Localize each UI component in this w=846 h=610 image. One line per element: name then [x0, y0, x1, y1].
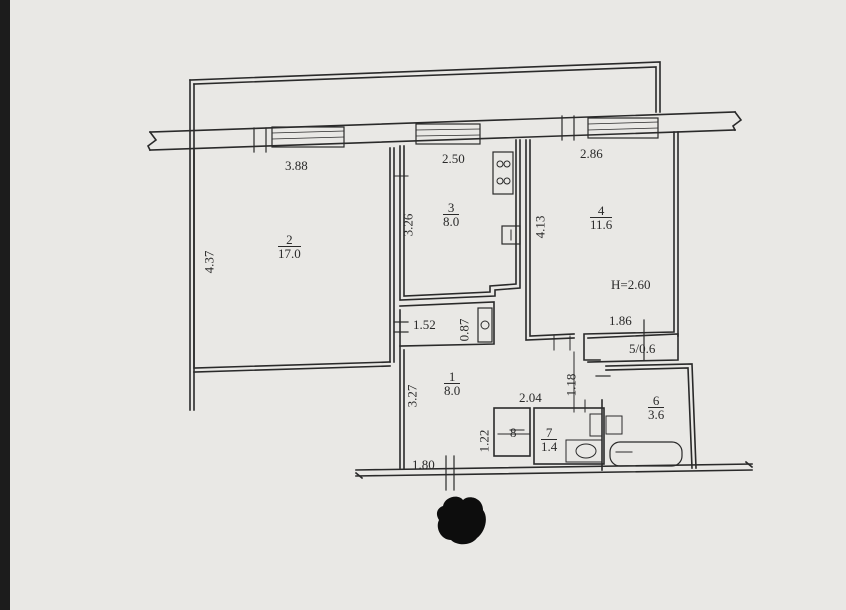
room-number: 4 — [590, 204, 613, 218]
dimension-room2-width: 3.88 — [285, 158, 308, 173]
dimension-room3-width: 2.50 — [442, 151, 465, 166]
room-2-label: 2 17.0 — [278, 233, 301, 260]
paper-sheet: 3.88 4.37 2.50 3.26 2.86 4.13 H=2.60 1.5… — [10, 0, 846, 610]
hall-walls — [393, 309, 409, 469]
sink — [501, 225, 521, 245]
dimension-closet-depth: 0.87 — [456, 318, 472, 342]
dimension-hall-height: 3.27 — [404, 384, 420, 408]
room-4-label: 4 11.6 — [590, 204, 613, 232]
room-number: 2 — [278, 233, 301, 247]
room-5-walls — [587, 319, 679, 363]
ink-blot-mark — [436, 496, 486, 545]
room-3-label: 3 8.0 — [443, 201, 460, 229]
room-7-walls — [533, 399, 605, 471]
room-2-walls — [193, 147, 395, 373]
dimension-room3-height: 3.26 — [400, 213, 416, 237]
dimension-room4-width: 2.86 — [580, 146, 603, 161]
room-area: 17.0 — [278, 246, 301, 261]
bathtub — [609, 441, 683, 467]
closet-walls — [399, 301, 495, 347]
floor-plan-drawing — [146, 61, 754, 491]
room-3-walls — [399, 139, 521, 301]
dimension-room8-height: 1.22 — [476, 429, 492, 453]
room-4-walls — [525, 131, 679, 361]
room-7-label: 7 1.4 — [541, 426, 558, 454]
room-1-label: 1 8.0 — [444, 370, 461, 398]
exterior-wall-top — [146, 110, 743, 153]
ceiling-height: H=2.60 — [611, 277, 651, 292]
room-area: 8.0 — [443, 214, 460, 229]
stove — [492, 151, 514, 195]
room-area: 1.4 — [541, 439, 558, 454]
room-number: 3 — [443, 201, 460, 215]
room-8-walls — [493, 407, 531, 457]
dimension-room7-height: 1.18 — [563, 373, 579, 397]
room-6-walls — [595, 363, 697, 469]
room-6-label: 6 3.6 — [648, 394, 665, 422]
washbasin — [605, 415, 623, 435]
dimension-closet-width: 1.52 — [413, 317, 436, 332]
room-8-label: 8 — [510, 425, 517, 440]
dimension-room2-height: 4.37 — [201, 250, 217, 274]
dimension-room7-width: 2.04 — [519, 390, 542, 405]
room-number: 6 — [648, 394, 665, 408]
balcony-outline — [189, 61, 661, 411]
dimension-hall-bottom-width: 1.80 — [412, 457, 435, 472]
room-area: 11.6 — [590, 217, 613, 232]
dimension-room5-width: 1.86 — [609, 313, 632, 328]
room-area: 8.0 — [444, 383, 461, 398]
room-area: 3.6 — [648, 407, 665, 422]
room-5-label: 5/0.6 — [629, 341, 656, 356]
room-number: 1 — [444, 370, 461, 384]
room-number: 7 — [541, 426, 558, 440]
exterior-wall-bottom — [354, 455, 754, 491]
dimension-room4-height: 4.13 — [532, 215, 548, 239]
door-marks — [393, 175, 586, 431]
window — [415, 123, 481, 145]
